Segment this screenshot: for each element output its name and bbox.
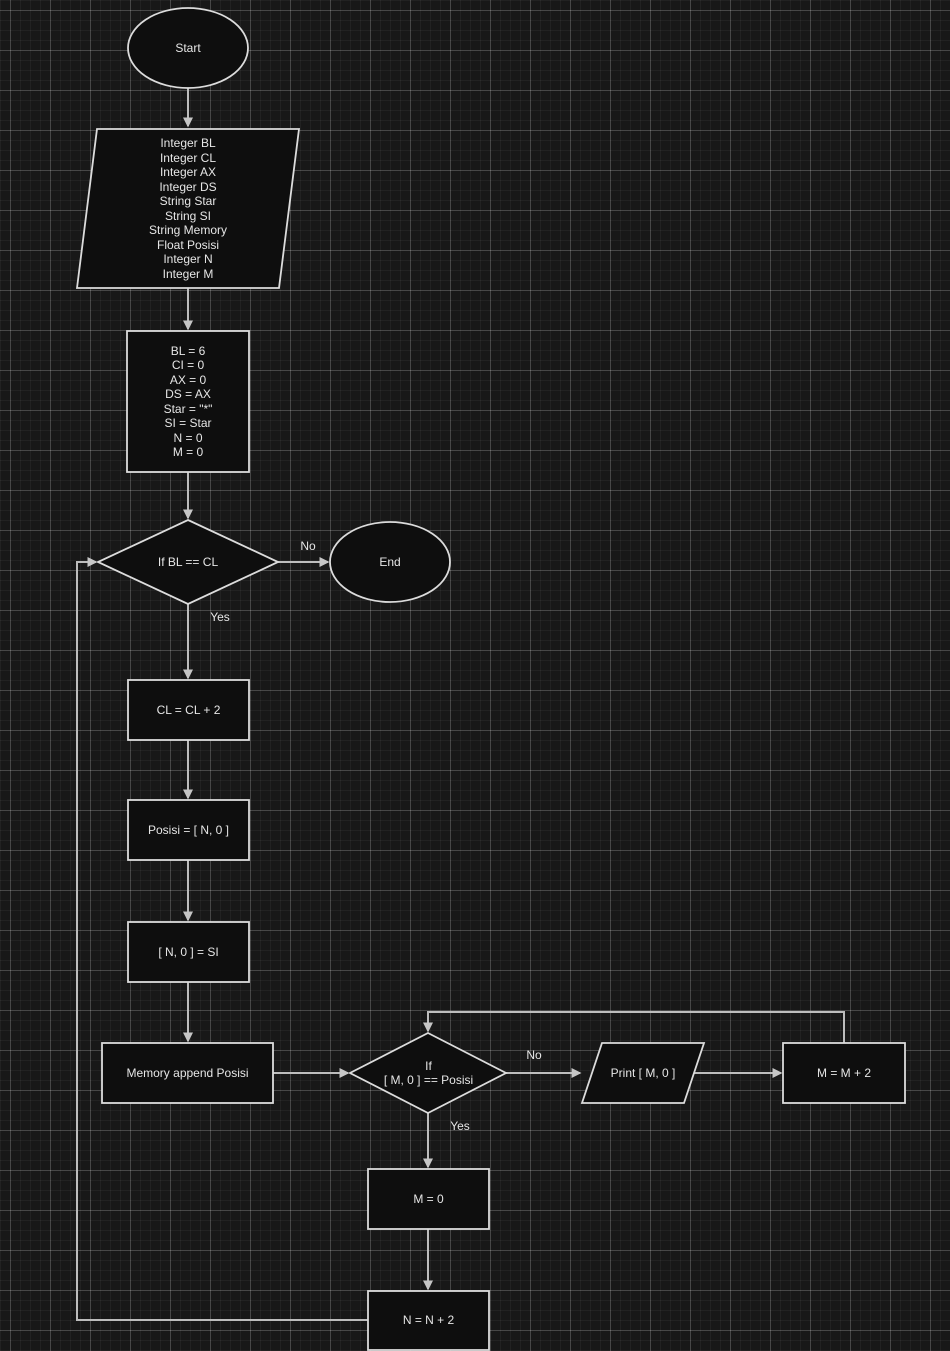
outer-decision-node[interactable] [95,519,281,605]
edge-increment-n-loop-to-outer-decision[interactable] [76,557,368,1321]
init-node[interactable] [126,330,250,473]
set-si-node[interactable] [127,921,250,983]
declarations-node[interactable] [75,128,301,289]
memory-append-node[interactable] [101,1042,274,1104]
print-node[interactable] [580,1042,706,1104]
reset-m-node[interactable] [367,1168,490,1230]
edge-increment-m-loop-to-inner-decision[interactable] [423,1011,845,1043]
start-node[interactable] [127,7,249,89]
increment-m-node[interactable] [782,1042,906,1104]
end-node[interactable] [329,521,451,603]
increment-cl-node[interactable] [127,679,250,741]
increment-n-node[interactable] [367,1290,490,1351]
set-posisi-node[interactable] [127,799,250,861]
inner-decision-node[interactable] [348,1031,508,1115]
